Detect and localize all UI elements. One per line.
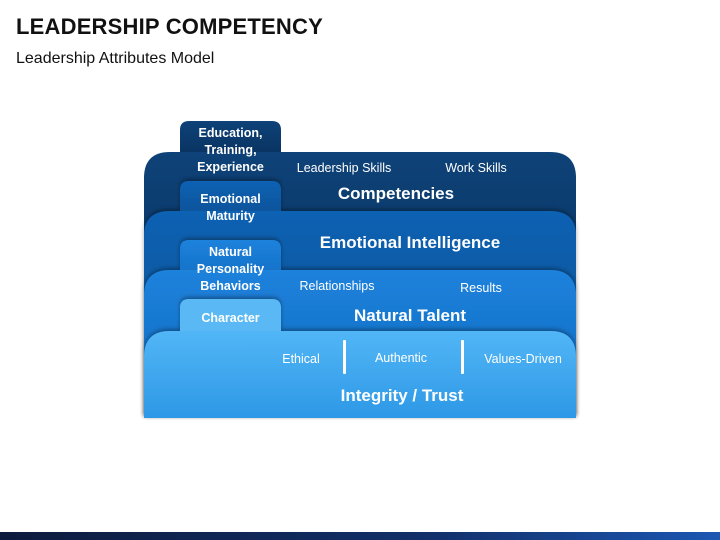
item-authentic: Authentic <box>374 351 428 365</box>
page-title: LEADERSHIP COMPETENCY <box>16 14 323 39</box>
item-leadership-skills: Leadership Skills <box>296 161 392 175</box>
layer-integrity <box>144 299 576 418</box>
item-results: Results <box>460 281 502 295</box>
divider-1 <box>343 340 346 374</box>
tab-label-natural-personality: Natural Personality Behaviors <box>196 245 265 293</box>
bottom-accent-bar <box>0 532 720 540</box>
item-values-driven: Values-Driven <box>484 352 562 366</box>
layer-title-integrity: Integrity / Trust <box>340 386 464 405</box>
item-work-skills: Work Skills <box>445 161 507 175</box>
divider-2 <box>461 340 464 374</box>
item-relationships: Relationships <box>299 279 375 293</box>
tab-label-emotional-maturity: Emotional Maturity <box>200 192 261 223</box>
tab-label-education: Education, Training, Experience <box>197 126 264 174</box>
tab-character <box>180 299 281 340</box>
layer-title-natural-talent: Natural Talent <box>353 306 467 325</box>
layer-title-competencies: Competencies <box>337 184 455 203</box>
layer-title-emotional-intelligence: Emotional Intelligence <box>319 233 501 252</box>
tab-label-character: Character <box>201 311 260 325</box>
item-ethical: Ethical <box>282 352 320 366</box>
page-subtitle: Leadership Attributes Model <box>16 50 215 67</box>
band-integrity <box>144 331 576 418</box>
